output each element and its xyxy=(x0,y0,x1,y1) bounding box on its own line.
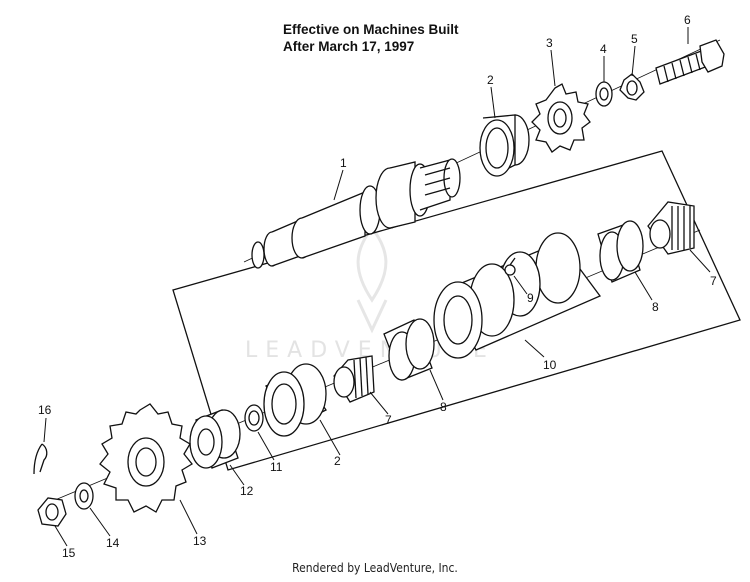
callout-6: 6 xyxy=(684,13,691,27)
washer-upper xyxy=(595,81,613,107)
callout-14: 14 xyxy=(106,536,120,550)
bearing-race-left xyxy=(383,318,435,381)
callout-9: 9 xyxy=(527,291,534,305)
callout-7-left: 7 xyxy=(385,413,392,427)
lock-washer xyxy=(619,73,645,101)
washer-lower xyxy=(244,404,264,432)
callout-2-upper: 2 xyxy=(487,73,494,87)
callout-5: 5 xyxy=(631,32,638,46)
main-shaft xyxy=(251,158,461,269)
callout-3: 3 xyxy=(546,36,553,50)
callout-7-right: 7 xyxy=(710,274,717,288)
callout-4: 4 xyxy=(600,42,607,56)
bearing-upper xyxy=(479,114,530,177)
assembly-boundary xyxy=(172,150,741,471)
callout-11: 11 xyxy=(270,460,283,474)
small-sprocket xyxy=(531,83,591,153)
castle-nut xyxy=(37,497,67,527)
footer-credit: Rendered by LeadVenture, Inc. xyxy=(292,561,458,575)
cotter-pin xyxy=(33,443,48,475)
bolt xyxy=(655,39,725,85)
header-line-1: Effective on Machines Built xyxy=(283,22,459,37)
callout-13: 13 xyxy=(193,534,207,548)
callout-16: 16 xyxy=(38,403,52,417)
callout-1: 1 xyxy=(340,156,347,170)
callout-12: 12 xyxy=(240,484,254,498)
header-line-2: After March 17, 1997 xyxy=(283,39,415,54)
leader-lines xyxy=(43,27,711,547)
grease-fitting xyxy=(504,257,516,276)
tapered-bearing-right xyxy=(647,201,695,255)
watermark-logo xyxy=(356,225,388,334)
bearing-lower xyxy=(263,363,327,437)
large-sprocket xyxy=(99,403,193,513)
callout-15: 15 xyxy=(62,546,76,560)
callout-8-left: 8 xyxy=(440,400,447,414)
washer-small xyxy=(74,482,94,510)
tapered-bearing-left xyxy=(333,355,375,403)
spacer xyxy=(189,409,241,469)
callout-2-lower: 2 xyxy=(334,454,341,468)
callout-8-right: 8 xyxy=(652,300,659,314)
callout-10: 10 xyxy=(543,358,557,372)
bearing-race-right xyxy=(597,220,644,283)
housing xyxy=(433,232,602,359)
